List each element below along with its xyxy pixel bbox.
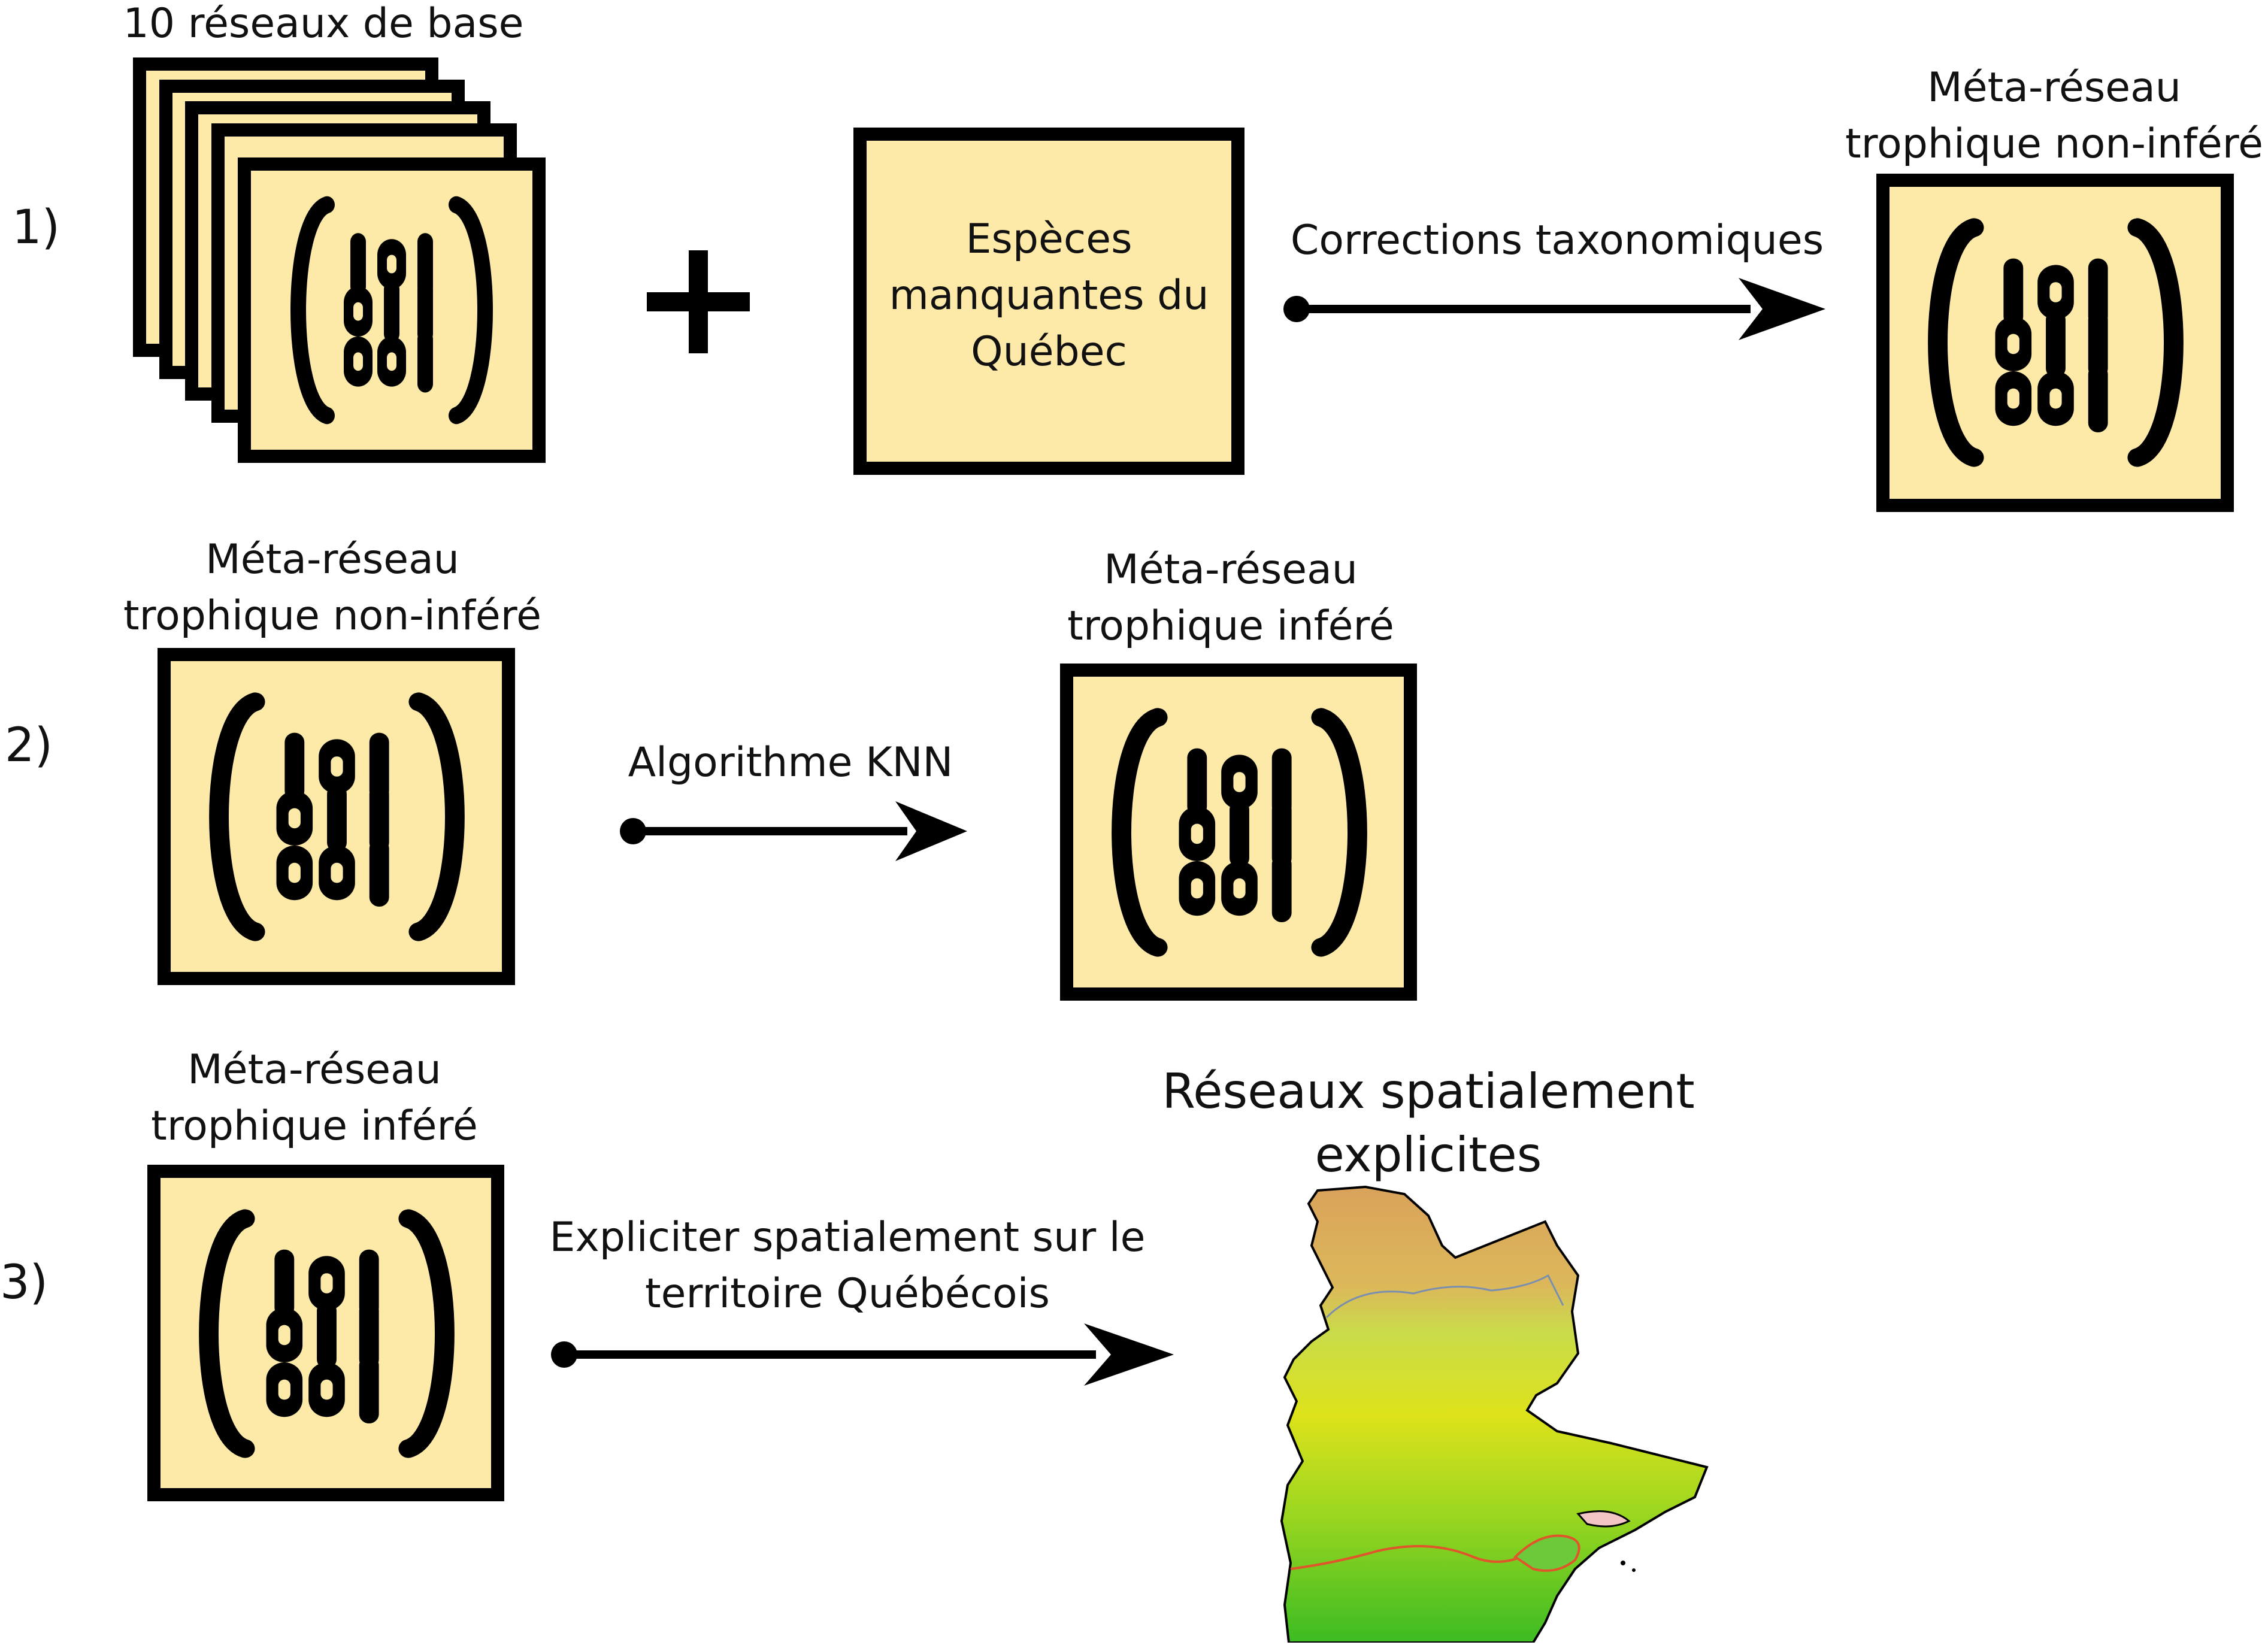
plus-icon [647,250,750,353]
meta-network-card [158,648,515,985]
binary-matrix-icon [272,178,511,442]
binary-matrix-icon [186,673,488,961]
right-arrow-icon [620,801,967,861]
spatialize-label-line: territoire Québécois [645,1270,1050,1317]
title-line: trophique non-inféré [1845,120,2263,168]
spatialize-label-line: Expliciter spatialement sur le [549,1214,1146,1261]
step-1-label: 1) [12,201,60,255]
title-line: Réseaux spatialement [1162,1064,1695,1119]
binary-matrix-icon [1904,199,2207,486]
knn-algorithm-label: Algorithme KNN [628,739,953,786]
missing-species-box: Espèces manquantes du Québec [853,128,1244,475]
spatial-networks-title: Réseaux spatialement explicites [1126,1060,1731,1187]
title-line: explicites [1315,1127,1542,1183]
step-2-label: 2) [5,719,53,772]
right-arrow-icon [551,1323,1174,1386]
meta-network-title: Méta-réseau trophique inféré [84,1042,545,1155]
base-networks-label: 10 réseaux de base [123,0,524,47]
meta-network-title: Méta-réseau trophique non-inféré [102,532,563,644]
meta-network-card [1876,174,2234,512]
title-line: Méta-réseau [187,1046,441,1093]
title-line: trophique inféré [1067,602,1394,650]
title-line: Méta-réseau [1104,546,1358,593]
binary-matrix-icon [175,1190,478,1477]
title-line: trophique non-inféré [123,592,541,640]
binary-matrix-icon [1088,689,1391,976]
quebec-map-image [1276,1185,1719,1644]
meta-network-card [1060,664,1417,1001]
spatialize-label: Expliciter spatialement sur le territoir… [527,1210,1168,1322]
meta-network-title: Méta-réseau trophique inféré [1000,542,1461,655]
species-box-line: Québec [971,328,1127,375]
meta-network-title: Méta-réseau trophique non-inféré [1827,60,2268,172]
meta-network-card [147,1165,504,1501]
species-box-line: Espèces [965,216,1133,263]
taxonomic-corrections-label: Corrections taxonomiques [1290,217,1824,264]
title-line: trophique inféré [151,1102,478,1150]
title-line: Méta-réseau [1927,64,2181,111]
species-box-line: manquantes du [889,272,1209,319]
title-line: Méta-réseau [205,536,459,583]
right-arrow-icon [1283,278,1825,340]
step-3-label: 3) [0,1256,49,1310]
